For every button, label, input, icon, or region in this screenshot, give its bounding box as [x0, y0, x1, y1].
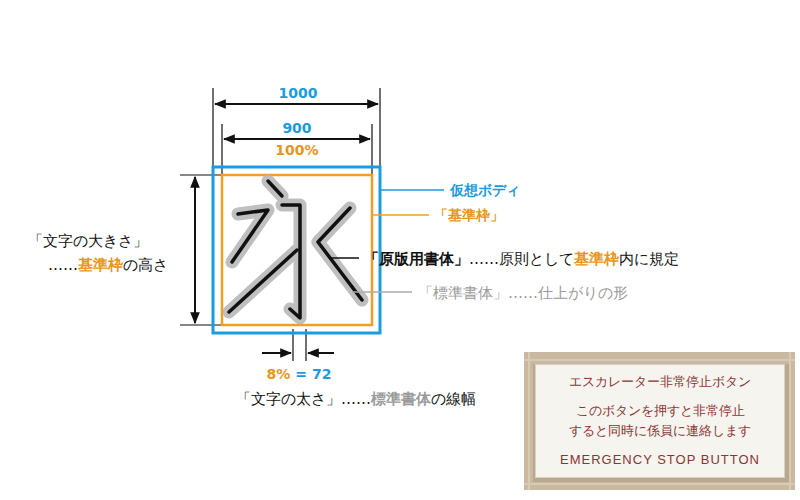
label-text: = 72: [295, 366, 331, 382]
percent-label: 100%: [222, 142, 372, 159]
label-text: 「文字の大きさ」: [28, 232, 148, 250]
extension-lines: [180, 88, 380, 361]
label-text: 「文字の太さ」……: [236, 390, 371, 408]
label-text: 100%: [275, 142, 318, 158]
sign-body: このボタンを押すと非常停止 すると同時に係員に連絡します: [546, 401, 774, 441]
callout-label: 「基準枠」: [434, 207, 504, 224]
callout-label: 「標準書体」……仕上がりの形: [418, 284, 628, 302]
virtual-body-frame: [213, 167, 380, 333]
label-text: 8%: [267, 366, 291, 382]
label-text: 900: [282, 120, 311, 136]
label-text: ……原則として: [469, 250, 574, 268]
label-text: の線幅: [431, 390, 476, 408]
master-glyph: [229, 181, 362, 318]
label-text: 1000: [279, 85, 318, 101]
dimension-label: 8%= 72: [259, 366, 339, 383]
label-text: ……: [48, 256, 78, 274]
sign-english: EMERGENCY STOP BUTTON: [560, 452, 760, 468]
label-text: 「標準書体」……仕上がりの形: [418, 284, 628, 302]
label-text: 「原版用書体」: [364, 250, 469, 268]
label-text: 仮想ボディ: [450, 182, 520, 198]
label-text: 基準枠: [574, 250, 619, 268]
dimension-note: ……基準枠の高さ: [48, 256, 168, 274]
callout-label: 仮想ボディ: [450, 182, 520, 199]
label-text: 標準書体: [371, 390, 431, 408]
dimension-arrows: [195, 104, 378, 353]
callout-label: 「原版用書体」……原則として基準枠内に規定: [364, 250, 679, 268]
leader-lines: [330, 190, 444, 292]
label-text: の高さ: [123, 256, 168, 274]
dimension-label: 1000: [216, 85, 380, 102]
dimension-note: 「文字の太さ」……標準書体の線幅: [236, 390, 476, 408]
label-text: 「基準枠」: [434, 207, 504, 223]
sign-plate: エスカレーター非常停止ボタンこのボタンを押すと非常停止 すると同時に係員に連絡し…: [535, 364, 785, 478]
photo-background: [524, 352, 795, 490]
standard-glyph: [229, 181, 362, 318]
dimension-label: 900: [222, 120, 372, 137]
sign-heading: エスカレーター非常停止ボタン: [569, 374, 751, 390]
label-text: 内に規定: [619, 250, 679, 268]
dimension-note: 「文字の大きさ」: [28, 232, 148, 250]
label-text: 基準枠: [78, 256, 123, 274]
reference-frame: [222, 175, 372, 325]
